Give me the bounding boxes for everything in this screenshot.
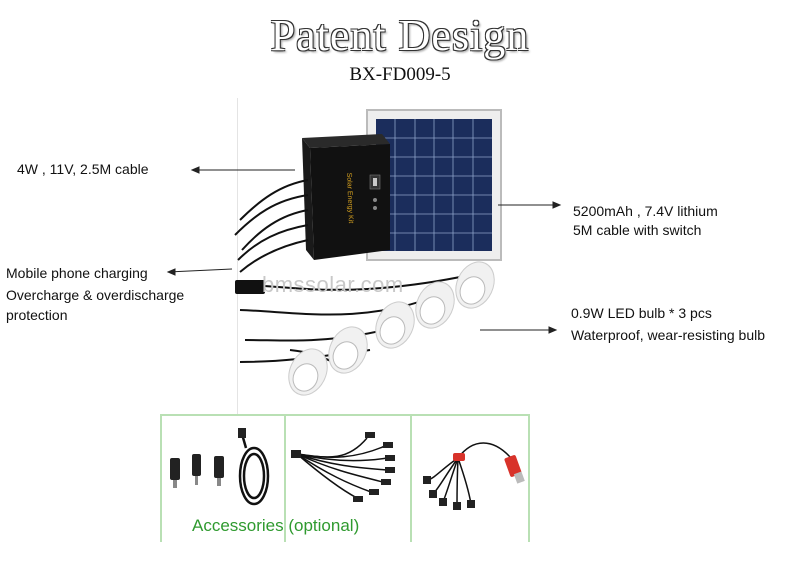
arrow-right-bulb — [548, 326, 558, 334]
accessories-box — [160, 414, 530, 542]
model-number: BX-FD009-5 — [349, 64, 451, 85]
control-box-image — [302, 134, 390, 260]
divider-line — [237, 98, 238, 416]
accessory-usb-splitter-image — [423, 442, 525, 510]
label-phone-2: Overcharge & overdischarge — [6, 287, 185, 303]
accessories-caption: Accessories (optional) — [192, 516, 360, 535]
label-battery-1: 5200mAh , 7.4V lithium — [573, 203, 718, 219]
accessory-adapters-image — [170, 428, 270, 506]
arrow-left-cable — [190, 166, 200, 174]
arrow-left-phone — [166, 268, 176, 276]
box-label: Solar Energy Kit — [345, 173, 354, 224]
watermark: bmssolar.com — [262, 272, 404, 297]
accessory-multi-cable-image — [291, 432, 395, 502]
arrow-right-battery — [552, 201, 562, 209]
label-battery-2: 5M cable with switch — [573, 222, 702, 238]
label-phone-3: protection — [6, 307, 68, 323]
led-bulbs-image — [288, 261, 495, 396]
page-title: Patent Design — [270, 11, 530, 60]
label-bulb-2: Waterproof, wear-resisting bulb — [571, 327, 766, 343]
accessories-divider-2 — [410, 414, 412, 542]
charging-plug-image — [235, 280, 265, 294]
accessories-divider-1 — [284, 414, 286, 542]
label-bulb-1: 0.9W LED bulb * 3 pcs — [571, 305, 712, 321]
label-cable: 4W , 11V, 2.5M cable — [17, 161, 149, 177]
label-phone-1: Mobile phone charging — [6, 265, 148, 281]
product-illustration: Solar Energy Kit — [234, 109, 502, 396]
